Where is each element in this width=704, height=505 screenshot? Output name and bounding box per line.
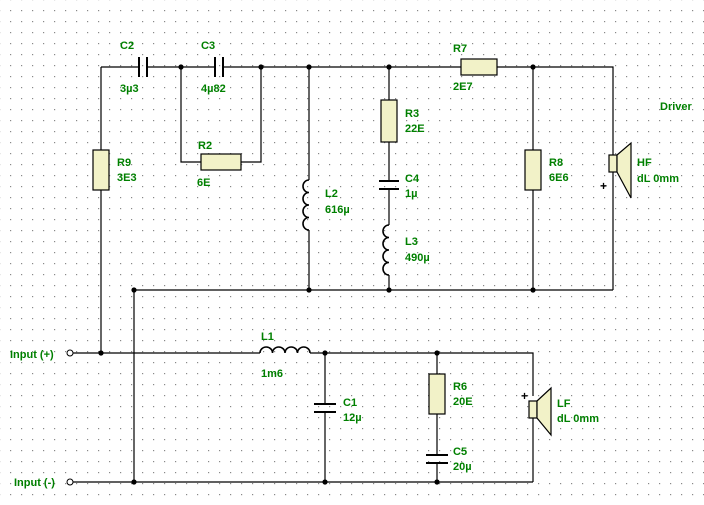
capacitor-c2 xyxy=(138,57,148,77)
hf-polarity: + xyxy=(600,179,607,193)
c3-value: 4µ82 xyxy=(201,83,226,95)
l3-ref: L3 xyxy=(405,236,418,248)
r9-ref: R9 xyxy=(117,157,131,169)
r7-value: 2E7 xyxy=(453,81,473,93)
c4-value: 1µ xyxy=(405,188,417,200)
r7-ref: R7 xyxy=(453,43,467,55)
lf-offset: dL 0mm xyxy=(557,413,599,425)
c1-ref: C1 xyxy=(343,397,357,409)
r8-ref: R8 xyxy=(549,157,563,169)
resistor-r2 xyxy=(200,153,242,171)
capacitor-c3 xyxy=(214,57,224,77)
inductor-l2 xyxy=(302,179,310,231)
l3-value: 490µ xyxy=(405,252,430,264)
r2-ref: R2 xyxy=(198,140,212,152)
c2-ref: C2 xyxy=(120,40,134,52)
input-minus-terminal xyxy=(66,478,74,486)
l1-ref: L1 xyxy=(261,331,274,343)
c1-value: 12µ xyxy=(343,412,362,424)
driver-title: Driver xyxy=(660,101,693,113)
inductor-l3 xyxy=(382,224,390,276)
hf-offset: dL 0mm xyxy=(637,173,679,185)
speaker-hf-icon xyxy=(608,141,632,199)
capacitor-c5 xyxy=(426,454,448,464)
c4-ref: C4 xyxy=(405,173,420,185)
capacitor-c4 xyxy=(379,180,399,190)
resistor-r6 xyxy=(428,373,446,415)
l2-ref: L2 xyxy=(325,188,338,200)
l2-value: 616µ xyxy=(325,204,350,216)
wires xyxy=(70,66,614,483)
l1-value: 1m6 xyxy=(261,368,283,380)
input-minus-label: Input (-) xyxy=(14,477,55,489)
r6-value: 20E xyxy=(453,396,473,408)
r3-ref: R3 xyxy=(405,108,419,120)
c2-value: 3µ3 xyxy=(120,83,139,95)
r9-value: 3E3 xyxy=(117,172,137,184)
c5-value: 20µ xyxy=(453,461,472,473)
inductor-l1 xyxy=(259,346,311,354)
resistor-r8 xyxy=(524,149,542,191)
r2-value: 6E xyxy=(197,177,210,189)
resistor-r9 xyxy=(92,149,110,191)
c5-ref: C5 xyxy=(453,446,467,458)
r8-value: 6E6 xyxy=(549,172,569,184)
lf-name: LF xyxy=(557,398,571,410)
hf-name: HF xyxy=(637,157,652,169)
lf-polarity: + xyxy=(521,389,528,403)
input-plus-label: Input (+) xyxy=(10,349,54,361)
r6-ref: R6 xyxy=(453,381,467,393)
input-plus-terminal xyxy=(66,349,74,357)
resistor-r7 xyxy=(460,58,498,76)
junction-nodes xyxy=(98,64,536,485)
c3-ref: C3 xyxy=(201,40,215,52)
speaker-lf-icon xyxy=(528,386,552,437)
resistor-r3 xyxy=(380,99,398,143)
r3-value: 22E xyxy=(405,123,425,135)
capacitor-c1 xyxy=(314,403,336,413)
